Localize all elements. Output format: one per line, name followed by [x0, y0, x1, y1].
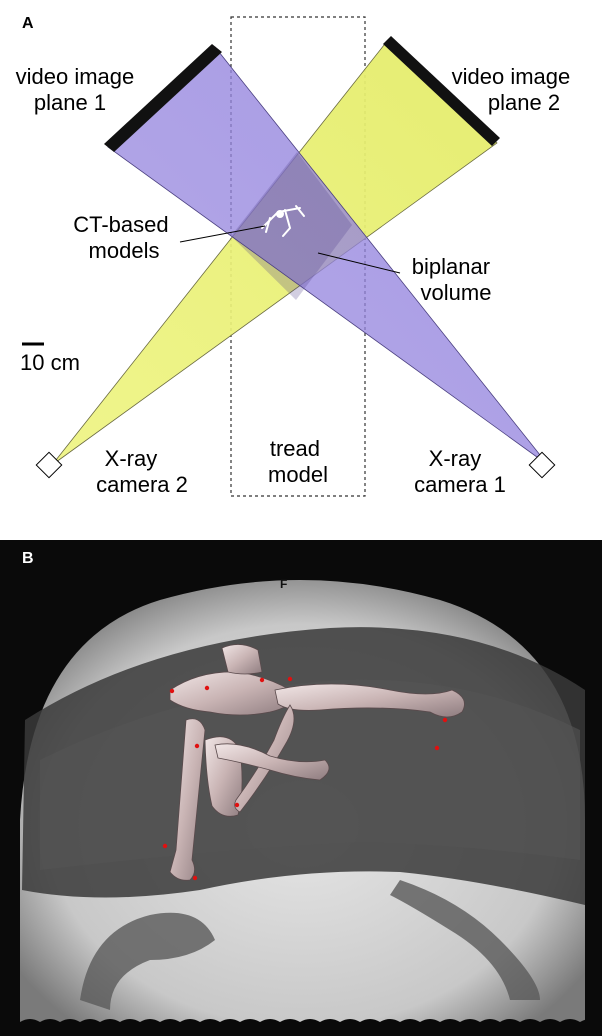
xray-camera-1-label-line1: X-ray [429, 446, 482, 471]
tread-model-label: tread model [268, 436, 328, 487]
video-plane-1-label-line2: plane 1 [34, 90, 106, 115]
marker-point [260, 678, 264, 682]
video-plane-1-label: video image plane 1 [16, 64, 141, 115]
marker-point [288, 677, 292, 681]
video-plane-2-label-line1: video image [452, 64, 571, 89]
marker-point [163, 844, 167, 848]
scalloped-edge [0, 1019, 602, 1036]
ct-models-label-line2: models [89, 238, 160, 263]
xray-camera-2-label: X-ray camera 2 [96, 446, 188, 497]
ct-models-label-line1: CT-based [73, 212, 168, 237]
vertebra-bone [222, 644, 262, 674]
xray-camera-2-icon [36, 452, 61, 477]
xray-marker-letter: F [280, 577, 287, 591]
video-plane-2-label-line2: plane 2 [488, 90, 560, 115]
biplanar-volume-label: biplanar volume [412, 254, 496, 305]
marker-point [195, 744, 199, 748]
xray-camera-2-label-line1: X-ray [105, 446, 158, 471]
scale-bar-label: 10 cm [20, 350, 80, 375]
panel-a-letter: A [22, 15, 34, 32]
marker-point [170, 689, 174, 693]
marker-point [205, 686, 209, 690]
marker-point [443, 718, 447, 722]
biplanar-volume-label-line2: volume [421, 280, 492, 305]
xray-camera-2-label-line2: camera 2 [96, 472, 188, 497]
panel-b: F [0, 540, 602, 1036]
tread-model-label-line1: tread [270, 436, 320, 461]
xray-camera-1-label: X-ray camera 1 [414, 446, 506, 497]
marker-point [235, 803, 239, 807]
video-plane-2-label: video image plane 2 [452, 64, 577, 115]
panel-a: A video image plane 1 [16, 15, 577, 497]
marker-point [435, 746, 439, 750]
ct-models-label: CT-based models [73, 212, 175, 263]
xray-camera-1-icon [529, 452, 554, 477]
panel-b-letter: B [22, 550, 34, 567]
video-plane-1-label-line1: video image [16, 64, 135, 89]
marker-point [193, 876, 197, 880]
biplanar-volume-label-line1: biplanar [412, 254, 490, 279]
tread-model-label-line2: model [268, 462, 328, 487]
xray-camera-1-label-line2: camera 1 [414, 472, 506, 497]
